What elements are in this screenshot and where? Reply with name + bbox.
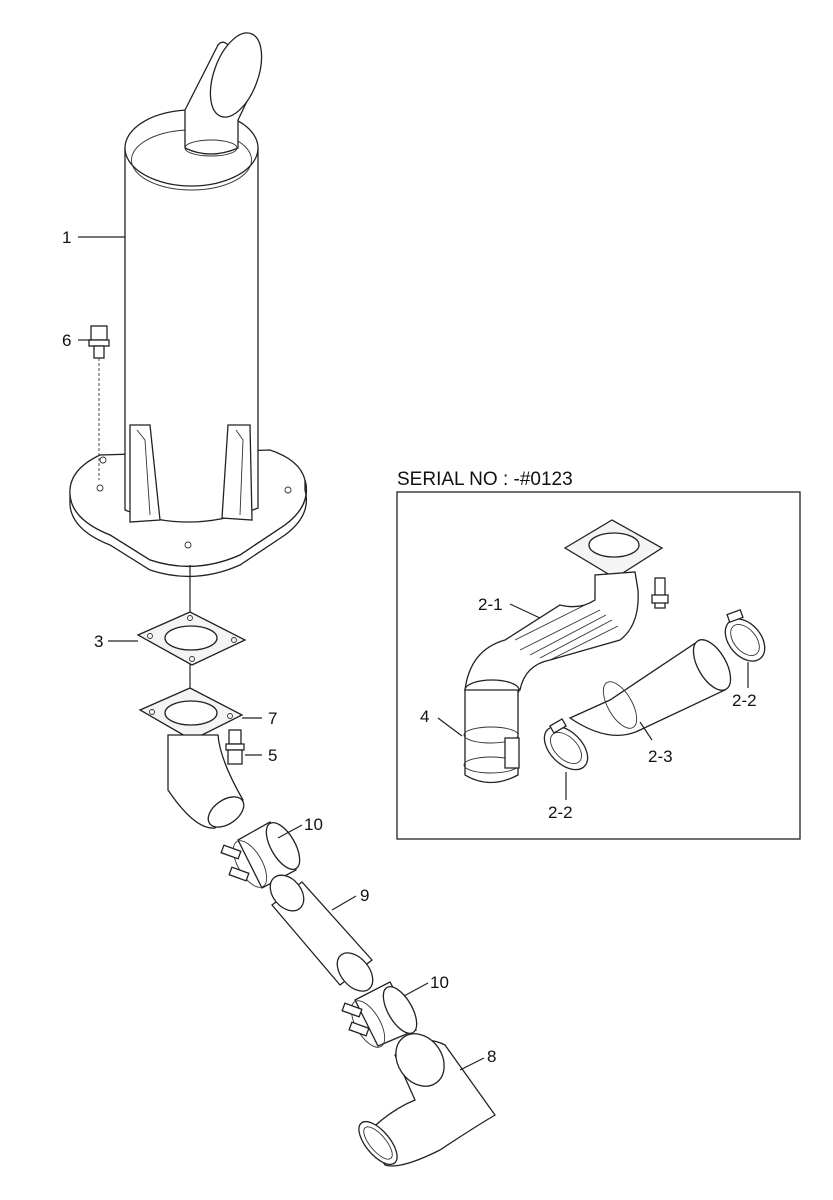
callout-5: 5 xyxy=(268,746,277,765)
serial-inset-box xyxy=(396,491,801,840)
callout-9: 9 xyxy=(360,886,369,905)
callout-2-3: 2-3 xyxy=(648,747,673,766)
muffler-part-1 xyxy=(69,32,308,578)
callout-2-1: 2-1 xyxy=(478,595,503,614)
tail-pipe-part-8 xyxy=(358,1033,496,1167)
leader-lines xyxy=(78,236,485,1071)
gasket-part-3 xyxy=(136,611,247,666)
inset-clamp-part-2-2-left xyxy=(543,718,589,771)
callout-1: 1 xyxy=(62,228,71,247)
clamp-part-10-upper xyxy=(220,821,301,889)
callout-10-lower: 10 xyxy=(430,973,449,992)
callout-4: 4 xyxy=(420,707,429,726)
pipe-part-9 xyxy=(269,874,374,992)
inset-bolt xyxy=(651,577,669,609)
inset-flex-pipe-part-2-1 xyxy=(464,519,664,701)
inset-pipe-part-2-3 xyxy=(568,639,732,736)
flange-pipe-part-7 xyxy=(138,687,245,829)
callout-7: 7 xyxy=(268,709,277,728)
callout-6: 6 xyxy=(62,331,71,350)
callout-8: 8 xyxy=(487,1047,496,1066)
inset-leader-lines xyxy=(437,603,749,800)
bolt-part-6 xyxy=(88,325,110,480)
bolt-part-5 xyxy=(225,729,245,765)
inset-clamp-part-2-2-right xyxy=(724,609,766,662)
serial-number-title: SERIAL NO : -#0123 xyxy=(397,469,573,490)
callout-10-upper: 10 xyxy=(304,815,323,834)
clamp-part-10-lower xyxy=(341,981,418,1048)
callout-2-2-right: 2-2 xyxy=(732,691,757,710)
callout-2-2-left: 2-2 xyxy=(548,803,573,822)
inset-pipe-part-4 xyxy=(463,689,520,784)
callout-3: 3 xyxy=(94,632,103,651)
